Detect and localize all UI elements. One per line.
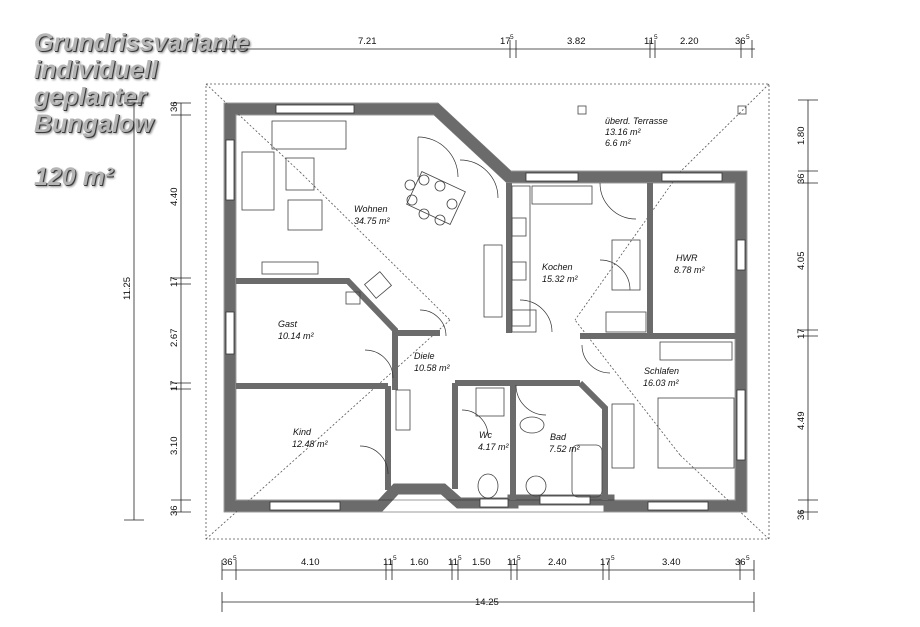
roof-outline (205, 83, 770, 540)
svg-text:5: 5 (393, 555, 397, 562)
dim-left-2: 4.40 (169, 188, 180, 207)
dim-bottom-2: 4.10 (301, 557, 320, 568)
svg-text:5: 5 (233, 555, 237, 562)
furniture (241, 105, 747, 499)
armchair (241, 151, 275, 211)
diele-area: 10.58 m² (414, 363, 451, 373)
dim-left-1: 36 (169, 101, 180, 112)
room-labels: überd. Terrasse 13.16 m² 6.6 m² Wohnen 3… (278, 116, 706, 454)
wohnen-name: Wohnen (354, 204, 388, 214)
windows (225, 104, 746, 511)
dim-bottom-11: 36 (735, 557, 746, 568)
dim-right-2: 36 (796, 173, 807, 184)
svg-text:5: 5 (746, 34, 750, 41)
dim-left-5: 17 (169, 380, 180, 391)
dim-bottom-total: 14.25 (475, 597, 499, 608)
terrace-name: überd. Terrasse (605, 116, 668, 126)
dining-table (404, 171, 466, 226)
wc-name: Wc (479, 430, 492, 440)
dim-top-1: 7.21 (358, 36, 377, 47)
title-line-3: geplanter (34, 83, 147, 111)
dim-bottom-9: 17 (600, 557, 611, 568)
dim-left-3: 17 (169, 276, 180, 287)
terrace-area: 13.16 m² (605, 127, 642, 137)
dim-top-2: 17 (500, 36, 511, 47)
schlafen-area: 16.03 m² (643, 378, 680, 388)
gast-area: 10.14 m² (278, 331, 315, 341)
title-line-1: Grundrissvariante (34, 29, 250, 57)
dim-bottom-5: 11 (448, 557, 458, 568)
title-line-4: Bungalow (34, 110, 154, 138)
svg-text:5: 5 (611, 555, 615, 562)
dim-bottom-6: 1.50 (472, 557, 491, 568)
dim-bottom-10: 3.40 (662, 557, 681, 568)
dim-top-3: 3.82 (567, 36, 586, 47)
kochen-name: Kochen (542, 262, 573, 272)
gast-name: Gast (278, 319, 298, 329)
svg-text:5: 5 (510, 34, 514, 41)
dim-bottom-1: 36 (222, 557, 233, 568)
terrace-area2: 6.6 m² (605, 138, 632, 148)
diele-name: Diele (414, 351, 435, 361)
svg-text:5: 5 (458, 555, 462, 562)
area-label: 120 m² (34, 163, 114, 191)
doors (359, 136, 637, 475)
schlafen-name: Schlafen (644, 366, 679, 376)
hwr-name: HWR (676, 253, 698, 263)
wc-area: 4.17 m² (478, 442, 510, 452)
dim-bottom-8: 2.40 (548, 557, 567, 568)
dim-bottom-4: 1.60 (410, 557, 429, 568)
dimension-lines (124, 40, 818, 612)
hwr-area: 8.78 m² (674, 265, 706, 275)
title-line-2: individuell (34, 56, 158, 84)
title-block: Grundrissvariante individuell geplanter … (34, 30, 334, 191)
kochen-area: 15.32 m² (542, 274, 579, 284)
svg-text:5: 5 (654, 34, 658, 41)
dim-right-5: 4.49 (796, 412, 807, 431)
bad-area: 7.52 m² (549, 444, 581, 454)
sofa (271, 120, 347, 150)
kind-area: 12.48 m² (292, 439, 329, 449)
dim-top-5: 2.20 (680, 36, 699, 47)
dim-right-6: 36 (796, 509, 807, 520)
dim-bottom-3: 11 (383, 557, 393, 568)
dim-left-4: 2.67 (169, 329, 180, 348)
svg-text:5: 5 (746, 555, 750, 562)
dim-left-7: 36 (169, 505, 180, 516)
dim-right-1: 1.80 (796, 127, 807, 146)
dim-bottom-7: 11 (507, 557, 517, 568)
wohnen-area: 34.75 m² (354, 216, 391, 226)
dim-right-3: 4.05 (796, 252, 807, 271)
interior-walls (236, 183, 741, 500)
svg-text:5: 5 (517, 555, 521, 562)
bad-name: Bad (550, 432, 567, 442)
dim-left-total: 11.25 (122, 277, 133, 300)
kind-name: Kind (293, 427, 312, 437)
dim-right-4: 17 (796, 328, 807, 339)
dim-top-4: 11 (644, 36, 654, 47)
bed (657, 397, 735, 469)
dim-left-6: 3.10 (169, 437, 180, 456)
dim-top-6: 36 (735, 36, 746, 47)
